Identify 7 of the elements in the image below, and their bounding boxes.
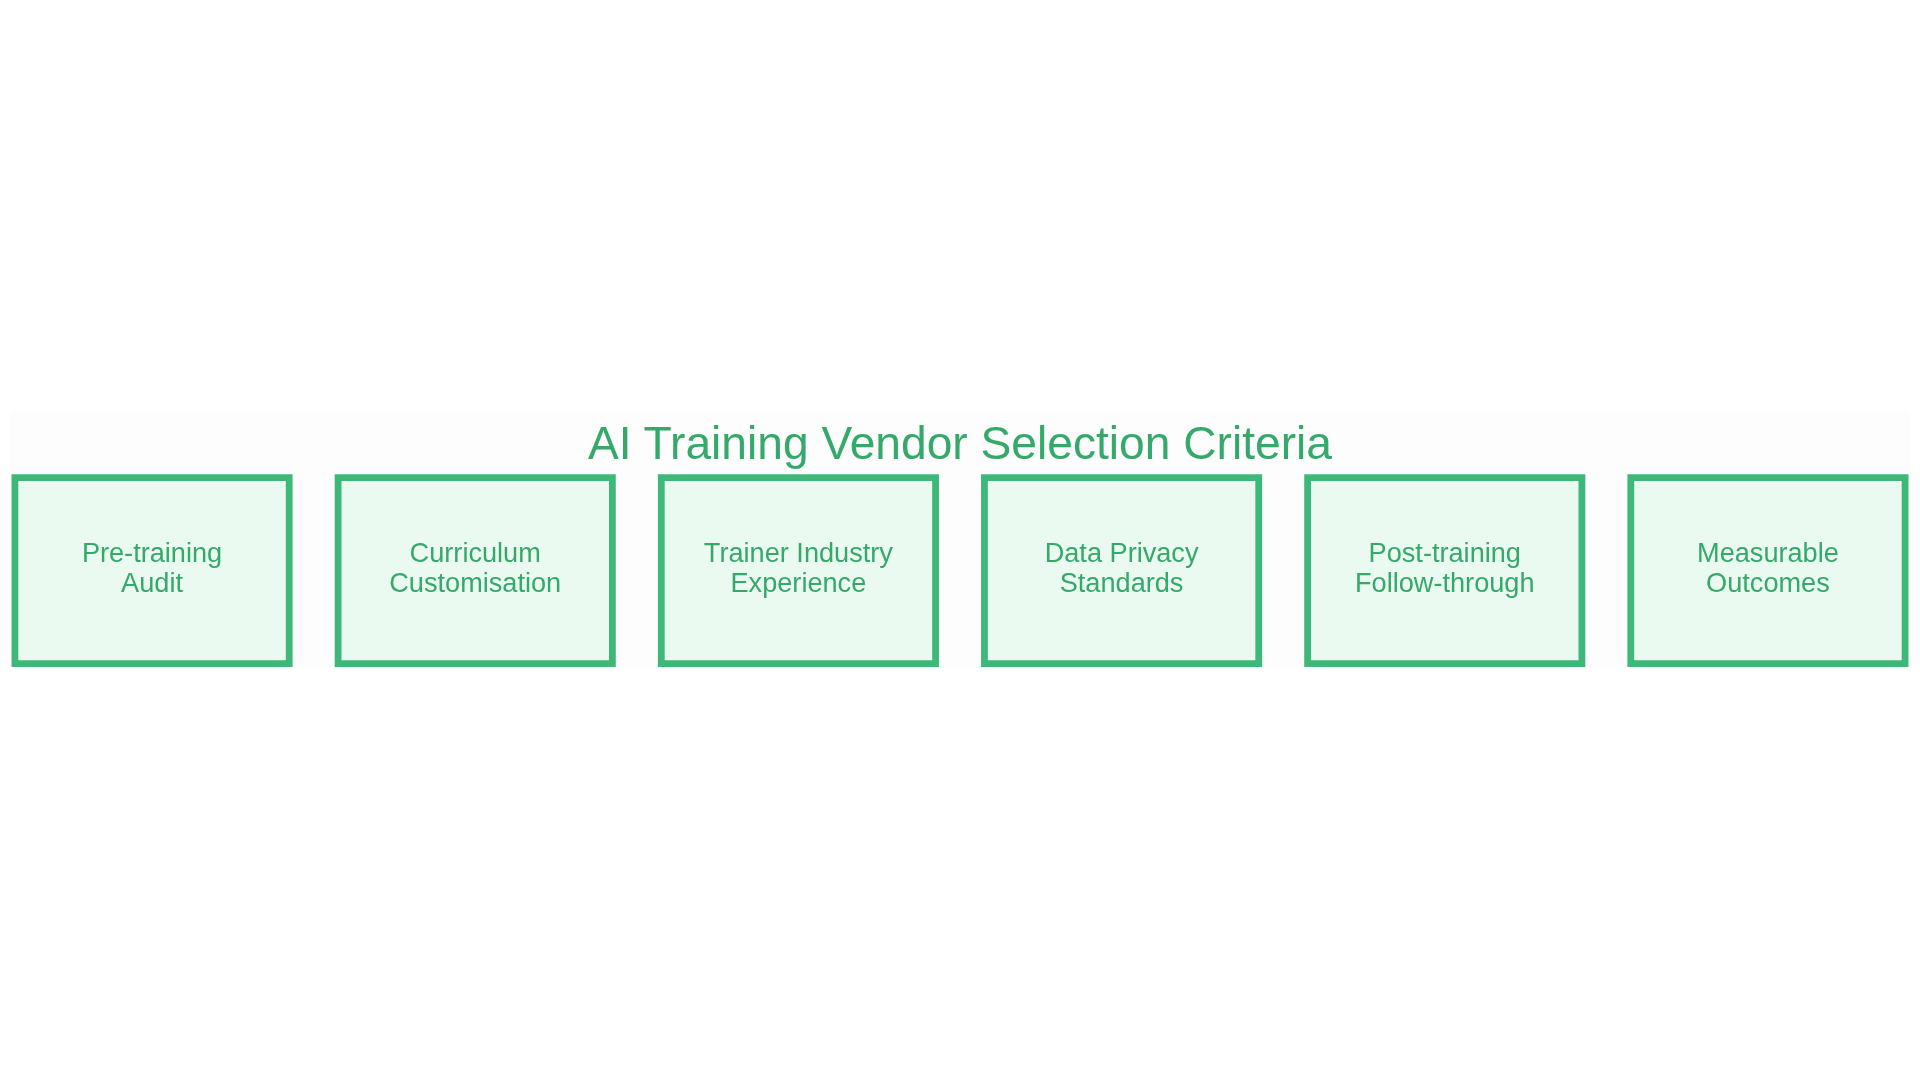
node-box: Measurable Outcomes [1627,474,1909,667]
node-box: Post-training Follow-through [1304,474,1586,667]
diagram-title: AI Training Vendor Selection Criteria [587,416,1333,469]
node-box: Trainer Industry Experience [657,474,939,667]
node-box: Data Privacy Standards [981,474,1263,667]
node-box: Pre-training Audit [11,474,293,667]
node-box: Curriculum Customisation [334,474,616,667]
